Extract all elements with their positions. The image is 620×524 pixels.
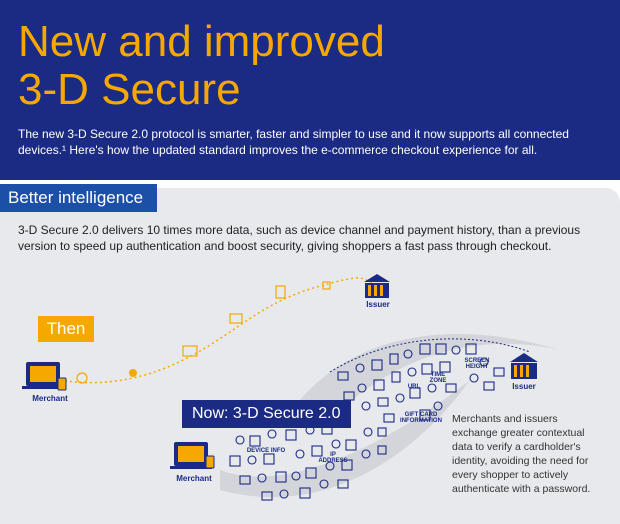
page-title: New and improved 3-D Secure — [18, 18, 385, 114]
title-line-1: New and improved — [18, 17, 385, 66]
ip-address-label: IP ADDRESS — [318, 452, 348, 464]
flow-graphic — [22, 274, 560, 501]
merchant-now-label: Merchant — [176, 474, 212, 483]
issuer-now-label: Issuer — [512, 382, 536, 391]
header-banner — [0, 0, 620, 180]
url-label: URL — [407, 384, 421, 390]
issuer-then-label: Issuer — [366, 300, 390, 309]
section-description: 3-D Secure 2.0 delivers 10 times more da… — [18, 223, 581, 253]
at-icon — [76, 372, 88, 384]
merchant-now-icon — [170, 442, 215, 469]
swoosh-lower — [220, 380, 470, 498]
merchant-then-label: Merchant — [32, 394, 68, 403]
side-explanation: Merchants and issuers exchange greater c… — [452, 413, 591, 495]
now-label: Now: 3-D Secure 2.0 — [182, 400, 351, 428]
gift-card-label: GIFT CARD INFORMATION — [400, 412, 442, 424]
card-icon — [229, 313, 243, 324]
then-label: Then — [38, 316, 94, 342]
title-line-2: 3-D Secure — [18, 65, 241, 114]
form-icon — [182, 345, 198, 357]
lock-icon — [322, 281, 331, 290]
hand-icon — [129, 369, 137, 377]
section-tab: Better intelligence — [0, 184, 158, 212]
data-icon-cloud — [229, 343, 505, 501]
screen-height-label: SCREEN HEIGHT — [464, 358, 490, 370]
merchant-then-icon — [22, 362, 67, 391]
issuer-now-icon — [510, 353, 538, 379]
device-info-label: DEVICE INFO — [246, 448, 286, 454]
time-zone-label: TIME ZONE — [429, 372, 447, 384]
swoosh-outline — [329, 338, 531, 373]
dotted-path — [59, 277, 373, 384]
issuer-then-icon — [364, 274, 390, 298]
swoosh-upper — [300, 334, 560, 420]
doc-icon — [275, 285, 286, 299]
intro-text: The new 3-D Secure 2.0 protocol is smart… — [18, 127, 569, 157]
path-step-icons — [76, 281, 331, 384]
